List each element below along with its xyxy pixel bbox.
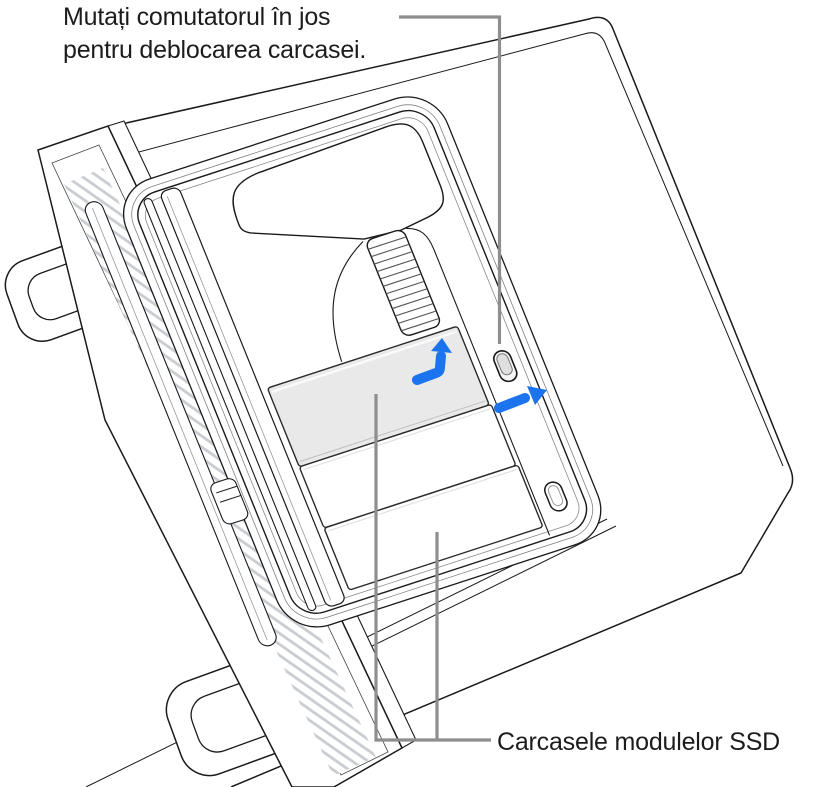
switch-callout-label: Mutați comutatorul în jos pentru debloca… <box>63 3 367 64</box>
hinge-rail <box>84 201 277 647</box>
lock-tab <box>544 481 568 512</box>
right-arrow-icon <box>494 386 547 413</box>
callout-line-switch <box>399 15 502 344</box>
frame-rail-2 <box>160 187 345 607</box>
lock-switch <box>492 350 518 383</box>
callout-lines-ssd <box>374 394 491 742</box>
frame-rail-1 <box>143 198 317 612</box>
ssd-cover-gray <box>267 326 490 467</box>
case-top-edge <box>115 32 784 467</box>
switch-strip-edge <box>406 227 551 536</box>
bent-arrow-icon <box>412 338 452 385</box>
latch-clip <box>210 478 249 525</box>
ssd-callout-label: Carcasele modulelor SSD <box>497 728 781 756</box>
side-opening <box>84 96 602 647</box>
heatsink-fins <box>366 229 441 336</box>
case-outline <box>103 16 794 787</box>
ssd-cover-bottom <box>324 464 543 591</box>
cpu-shroud-funnel <box>232 123 444 240</box>
air-duct-edge <box>332 241 364 362</box>
